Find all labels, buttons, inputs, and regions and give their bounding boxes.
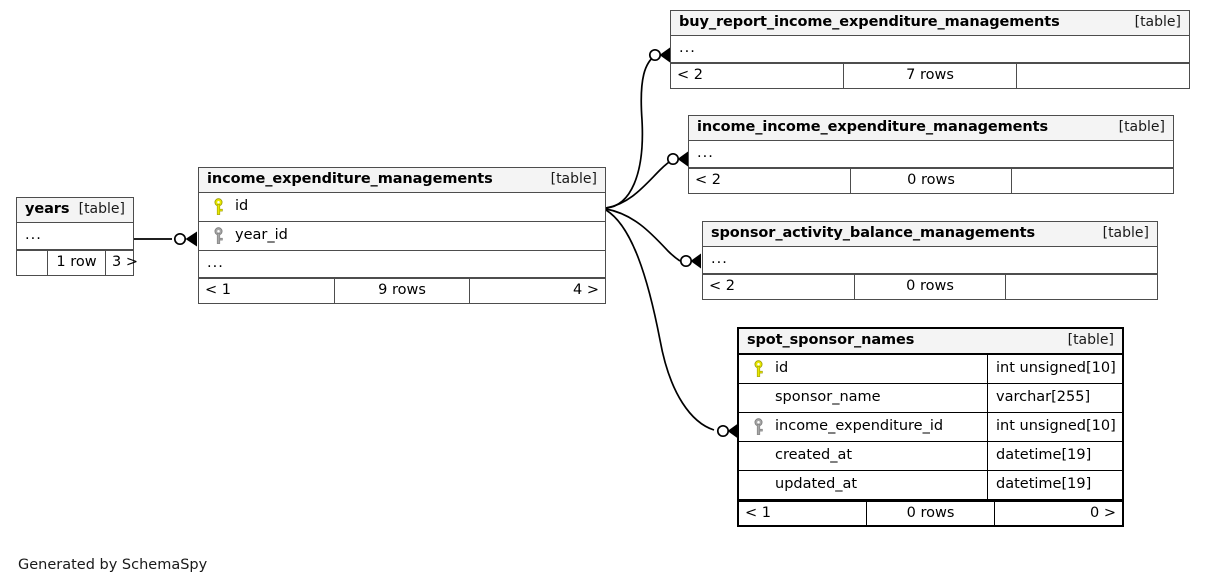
column-cell-name: sponsor_name <box>739 384 987 412</box>
table-header-buy-report-income-expenditure-managements: buy_report_income_expenditure_management… <box>671 11 1189 36</box>
footer-row-count: 9 rows <box>333 278 470 303</box>
table-footer-income-income-expenditure-managements: < 2 0 rows <box>689 167 1173 193</box>
footer-row-count: 0 rows <box>853 274 1006 299</box>
column-cell-name: year_id <box>199 222 605 250</box>
column-cell-name: id <box>739 355 987 383</box>
table-title: income_expenditure_managements <box>207 171 493 187</box>
table-type-tag: [table] <box>1067 332 1114 349</box>
table-node-spot-sponsor-names[interactable]: spot_sponsor_names [table] id int unsign… <box>737 327 1124 527</box>
footer-children-count <box>1011 168 1173 193</box>
collapsed-columns-ellipsis: ... <box>17 223 133 250</box>
table-row[interactable]: income_expenditure_id int unsigned[10] <box>739 412 1122 442</box>
table-footer-spot-sponsor-names: < 1 0 rows 0 > <box>739 499 1122 525</box>
column-cell-type: varchar[255] <box>987 383 1122 412</box>
table-title: years <box>25 201 70 217</box>
footer-row-count: 7 rows <box>843 63 1016 88</box>
column-name-text: id <box>775 360 789 377</box>
table-row[interactable]: updated_at datetime[19] <box>739 470 1122 500</box>
table-header-sponsor-activity-balance-managements: sponsor_activity_balance_managements [ta… <box>703 222 1157 247</box>
table-footer-income-expenditure-managements: < 1 9 rows 4 > <box>199 277 605 303</box>
footer-parents-count <box>17 251 47 275</box>
column-name-text: income_expenditure_id <box>775 418 944 435</box>
table-type-tag: [table] <box>550 171 597 188</box>
table-row[interactable]: sponsor_name varchar[255] <box>739 383 1122 413</box>
table-header-income-expenditure-managements: income_expenditure_managements [table] <box>199 168 605 193</box>
table-node-income-expenditure-managements[interactable]: income_expenditure_managements [table] i… <box>198 167 606 304</box>
edge-income-to-spot-sponsor-names <box>605 209 715 431</box>
column-name-text: id <box>235 198 249 215</box>
table-type-tag: [table] <box>1134 14 1181 31</box>
foreign-key-icon <box>207 226 229 245</box>
table-node-income-income-expenditure-managements[interactable]: income_income_expenditure_managements [t… <box>688 115 1174 194</box>
foreign-key-icon <box>747 417 769 436</box>
table-header-years: years [table] <box>17 198 133 223</box>
column-cell-type: datetime[19] <box>987 470 1122 499</box>
column-cell-name: created_at <box>739 442 987 470</box>
table-title: spot_sponsor_names <box>747 332 915 348</box>
table-title: sponsor_activity_balance_managements <box>711 225 1035 241</box>
collapsed-columns-ellipsis: ... <box>671 36 1189 63</box>
footer-row-count: 1 row <box>47 250 105 275</box>
footer-parents-count: < 2 <box>695 172 721 189</box>
table-title: income_income_expenditure_managements <box>697 119 1048 135</box>
column-cell-type: int unsigned[10] <box>987 412 1122 441</box>
table-row[interactable]: year_id <box>199 222 605 251</box>
generated-by-credit: Generated by SchemaSpy <box>18 557 208 573</box>
table-type-tag: [table] <box>1102 225 1149 242</box>
primary-key-icon <box>207 197 229 216</box>
footer-children-count: 0 > <box>994 501 1122 525</box>
table-header-spot-sponsor-names: spot_sponsor_names [table] <box>739 329 1122 355</box>
edge-income-to-sponsor-activity <box>605 208 681 262</box>
footer-parents-count: < 1 <box>745 504 771 521</box>
table-footer-sponsor-activity-balance-managements: < 2 0 rows <box>703 273 1157 299</box>
table-row[interactable]: id int unsigned[10] <box>739 354 1122 384</box>
footer-parents-count: < 2 <box>709 278 735 295</box>
footer-row-count: 0 rows <box>866 501 994 525</box>
table-header-income-income-expenditure-managements: income_income_expenditure_managements [t… <box>689 116 1173 141</box>
table-type-tag: [table] <box>1118 119 1165 136</box>
column-cell-name: income_expenditure_id <box>739 413 987 441</box>
primary-key-icon <box>747 359 769 378</box>
table-node-sponsor-activity-balance-managements[interactable]: sponsor_activity_balance_managements [ta… <box>702 221 1158 300</box>
column-name-text: year_id <box>235 227 288 244</box>
column-name-text: updated_at <box>775 476 858 493</box>
collapsed-columns-ellipsis: ... <box>703 247 1157 274</box>
column-cell-name: updated_at <box>739 471 987 499</box>
table-node-buy-report-income-expenditure-managements[interactable]: buy_report_income_expenditure_management… <box>670 10 1190 89</box>
footer-row-count: 0 rows <box>849 168 1012 193</box>
footer-children-count: 4 > <box>469 278 605 303</box>
table-node-years[interactable]: years [table] ... 1 row 3 > <box>16 197 138 276</box>
column-name-text: sponsor_name <box>775 389 881 406</box>
footer-parents-count: < 1 <box>205 282 231 299</box>
edge-income-to-income-income <box>605 158 675 209</box>
table-footer-years: 1 row 3 > <box>17 249 138 275</box>
table-footer-buy-report-income-expenditure-managements: < 2 7 rows <box>671 62 1189 88</box>
table-type-tag: [table] <box>78 201 125 218</box>
column-cell-name: id <box>199 193 605 221</box>
footer-children-count <box>1016 63 1189 88</box>
table-title: buy_report_income_expenditure_management… <box>679 14 1060 30</box>
footer-children-count: 3 > <box>105 250 144 275</box>
edge-income-to-buy-report <box>605 54 657 209</box>
table-row[interactable]: created_at datetime[19] <box>739 441 1122 471</box>
column-name-text: created_at <box>775 447 853 464</box>
footer-children-count <box>1005 274 1157 299</box>
collapsed-columns-ellipsis: ... <box>689 141 1173 168</box>
column-cell-type: int unsigned[10] <box>987 354 1122 383</box>
collapsed-columns-ellipsis: ... <box>199 251 605 278</box>
footer-parents-count: < 2 <box>677 67 703 84</box>
table-row[interactable]: id <box>199 193 605 222</box>
column-cell-type: datetime[19] <box>987 441 1122 470</box>
